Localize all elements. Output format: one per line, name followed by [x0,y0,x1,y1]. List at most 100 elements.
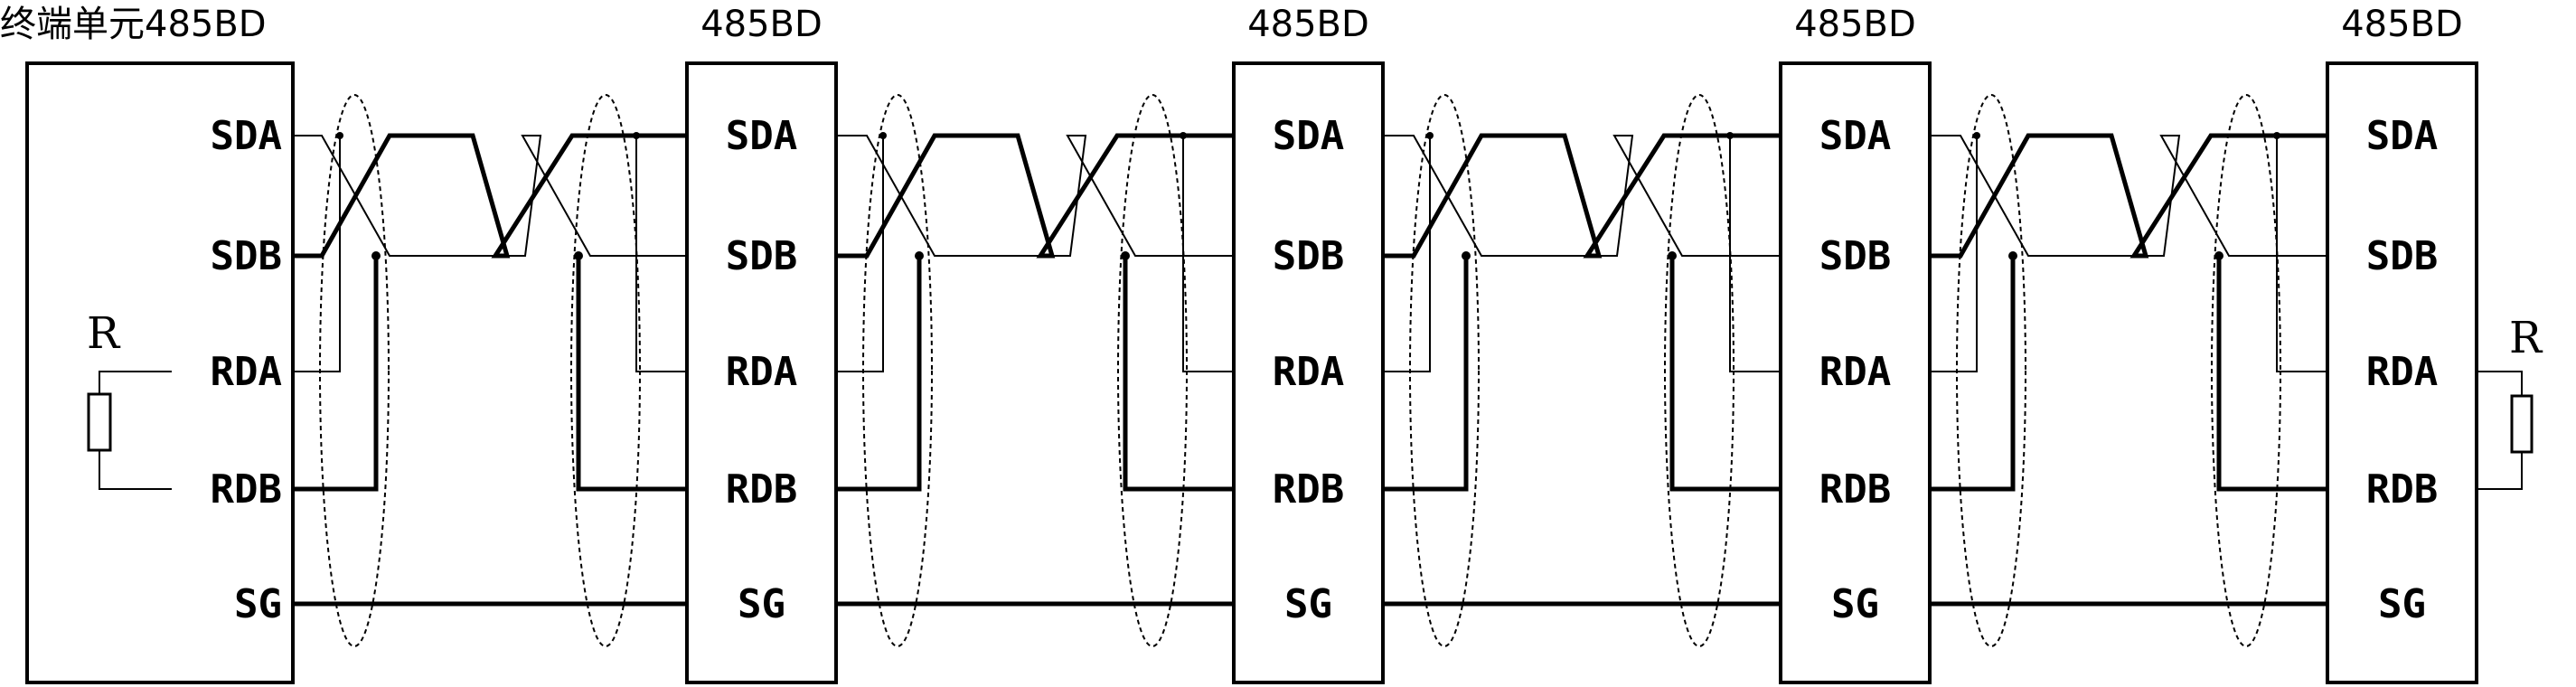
resistor-wire [99,450,172,490]
pin-label: RDB [726,466,797,513]
rda-tap-right [2276,136,2327,372]
pin-label: RDA [1273,349,1344,395]
unit-box [1232,61,1385,684]
pin-label: RDA [2366,349,2438,395]
pin-label: RDB [1273,466,1344,513]
pin-label: RDA [211,349,282,395]
terminating-resistor-left: R [87,308,172,490]
pin-label: SDA [211,113,282,159]
junction-dot [2214,251,2223,260]
resistor-wire [2477,452,2523,490]
pin-label: RDB [2366,466,2438,513]
pin-label: SDA [1273,113,1344,159]
rdb-tap-left [1930,256,2016,492]
unit-layer: 终端单元485BD SDA SDB RDA RDB SG 485BD SDA SDB RDA RDB… [0,4,2478,684]
unit-box [25,61,295,684]
junction-dot [371,251,381,260]
junction-dot [1426,132,1434,139]
pin-label: RDA [726,349,797,395]
cable-ellipse [2211,94,2281,647]
rdb-tap-right [2216,256,2327,492]
pin-label: SDB [2366,233,2438,279]
pin-label: SDB [726,233,797,279]
rdb-tap-left [293,256,379,492]
rda-tap-left [836,136,884,372]
rdb-tap-left [836,256,922,492]
link-0 [293,94,687,647]
pin-label: SDB [1273,233,1344,279]
junction-dot [1121,251,1130,260]
junction-dot [574,251,583,260]
junction-dot [1668,251,1677,260]
unit-2: 485BD SDA SDB RDA RDB SG [1232,4,1385,684]
junction-dot [915,251,924,260]
junction-dot [1462,251,1471,260]
pin-label: SDB [211,233,282,279]
cable-ellipse [570,94,641,647]
link-layer [293,94,2327,647]
unit-title: 485BD [1247,4,1369,45]
junction-dot [633,132,640,139]
rda-tap-right [1182,136,1234,372]
unit-title: 485BD [700,4,823,45]
resistor-symbol [2510,394,2534,454]
pin-label: SG [738,581,785,627]
sdb-wire-twisted [1930,133,2327,259]
resistor-wire [2477,371,2523,396]
cable-ellipse [1664,94,1735,647]
pin-label: SDA [726,113,797,159]
junction-dot [2008,251,2017,260]
unit-title: 终端单元485BD [0,4,267,45]
pin-label: SG [234,581,282,627]
resistor-wire [99,371,172,394]
unit-box [2326,61,2478,684]
cable-ellipse [1117,94,1188,647]
rda-tap-left [293,136,341,372]
unit-title: 485BD [2341,4,2463,45]
junction-dot [1973,132,1980,139]
pin-label: SDB [1819,233,1891,279]
rdb-tap-right [1123,256,1234,492]
unit-box [685,61,838,684]
junction-dot [2273,132,2280,139]
cable-ellipse [1409,94,1480,647]
pin-label: SDA [1819,113,1891,159]
pin-label: SG [1284,581,1332,627]
junction-dot [336,132,343,139]
junction-dot [879,132,887,139]
resistor-label: R [2509,313,2543,363]
unit-4: 485BD SDA SDB RDA RDB SG [2326,4,2478,684]
pin-label: SG [2378,581,2426,627]
rda-tap-right [635,136,687,372]
cable-ellipse [1956,94,2026,647]
junction-dot [1726,132,1734,139]
sdb-wire-twisted [1383,133,1781,259]
junction-dot [1180,132,1187,139]
rdb-tap-right [1669,256,1781,492]
rdb-tap-left [1383,256,1469,492]
cable-ellipse [862,94,933,647]
link-2 [1383,94,1781,647]
unit-box [1779,61,1932,684]
unit-title: 485BD [1794,4,1916,45]
rdb-tap-right [576,256,687,492]
rda-tap-right [1729,136,1781,372]
resistor-label: R [87,308,121,359]
sdb-wire-twisted [293,133,687,259]
unit-1: 485BD SDA SDB RDA RDB SG [685,4,838,684]
rda-tap-left [1930,136,1978,372]
pin-label: RDB [1819,466,1891,513]
resistor-symbol [87,392,112,452]
terminating-resistor-right: R [2477,313,2543,490]
sdb-wire-twisted [836,133,1234,259]
pin-label: SDA [2366,113,2438,159]
link-1 [836,94,1234,647]
rda-tap-left [1383,136,1431,372]
pin-label: SG [1831,581,1879,627]
link-3 [1930,94,2327,647]
cable-ellipse [319,94,390,647]
